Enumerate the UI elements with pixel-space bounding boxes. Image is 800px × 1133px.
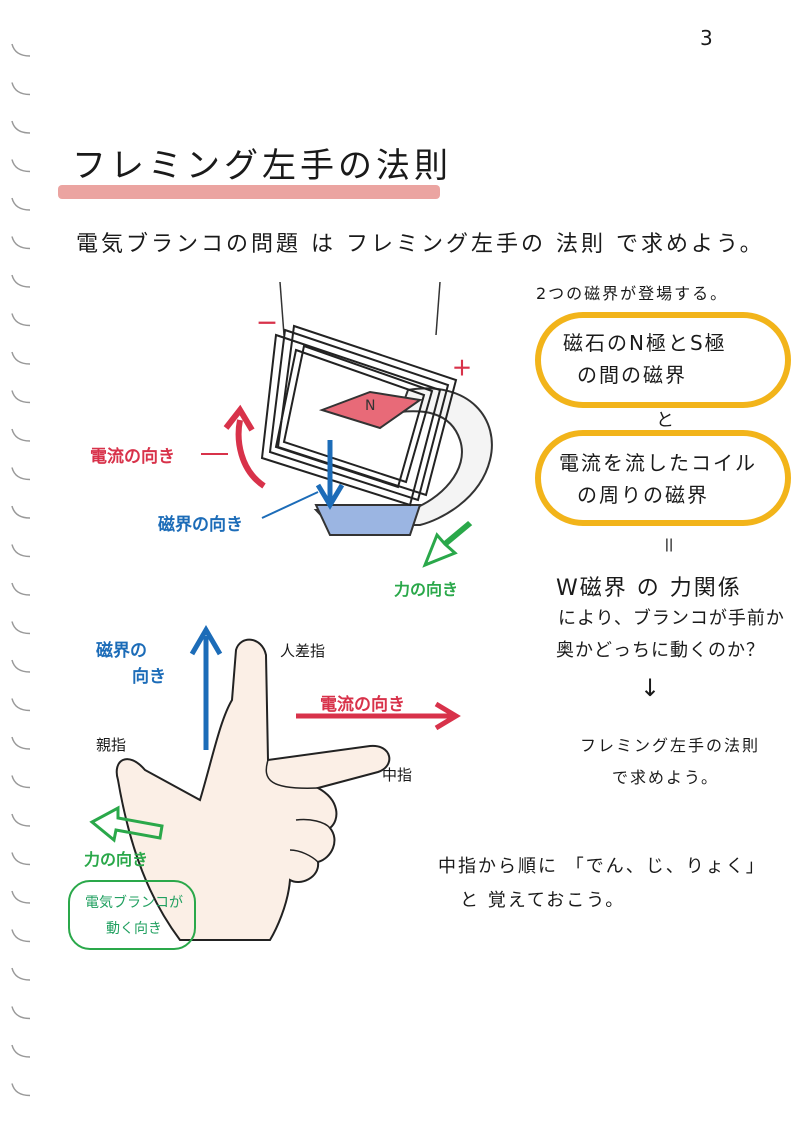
- down-arrow: ↓: [640, 674, 661, 702]
- swing-direction-bubble: 電気ブランコが 動く向き: [68, 880, 196, 950]
- middle-finger-label: 中指: [382, 766, 413, 784]
- spiral-mark: [11, 621, 31, 635]
- hand-outline: [115, 638, 391, 941]
- spiral-mark: [11, 428, 31, 442]
- spiral-mark: [11, 505, 31, 519]
- current-arrow: [235, 419, 266, 489]
- mnemonic-line-2: と 覚えておこう。: [460, 890, 626, 911]
- field-arrowhead: [315, 483, 345, 510]
- spiral-mark: [11, 197, 31, 211]
- mnemonic-line-1: 中指から順に 「でん、じ、りょく」: [438, 856, 766, 877]
- thumb-label: 親指: [96, 736, 127, 754]
- spiral-mark: [11, 813, 31, 827]
- spiral-binding: [11, 43, 31, 1097]
- spiral-mark: [11, 929, 31, 943]
- index-finger-label: 人差指: [280, 642, 326, 660]
- minus-sign: －: [256, 312, 279, 337]
- spiral-mark: [11, 1044, 31, 1058]
- spiral-mark: [11, 82, 31, 96]
- oval1-line1: 磁石のN極とS極: [563, 331, 727, 355]
- hand-field-arrowhead: [189, 625, 223, 656]
- spiral-mark: [11, 236, 31, 250]
- spiral-mark: [11, 467, 31, 481]
- title-highlight: [58, 185, 440, 199]
- hand-field-label-2: 向き: [132, 667, 166, 687]
- oval-magnet-field: 磁石のN極とS極 の間の磁界: [535, 312, 791, 408]
- spiral-mark: [11, 775, 31, 789]
- force-arrow: [422, 520, 473, 568]
- spiral-mark: [11, 967, 31, 981]
- spiral-mark: [11, 120, 31, 134]
- spiral-mark: [11, 43, 31, 57]
- conclusion-line-2: で求めよう。: [612, 768, 720, 787]
- current-direction-label: 電流の向き: [90, 447, 175, 467]
- spiral-mark: [11, 159, 31, 173]
- two-fields-lead: 2つの磁界が登場する。: [536, 284, 729, 303]
- conclusion-line-1: フレミング左手の法則: [580, 736, 761, 755]
- hand-force-label: 力の向き: [84, 850, 149, 869]
- hand-current-label: 電流の向き: [320, 695, 405, 715]
- page-title: フレミング左手の法則: [72, 146, 452, 186]
- magnet-n-letter: N: [365, 398, 376, 414]
- spiral-mark: [11, 698, 31, 712]
- wire-right: [435, 281, 441, 336]
- spiral-mark: [11, 659, 31, 673]
- wire-left: [279, 281, 285, 336]
- oval1-line2: の間の磁界: [577, 363, 687, 387]
- bubble-line-2: 動く向き: [106, 921, 162, 937]
- field-pointer: [261, 491, 319, 519]
- spiral-mark: [11, 1006, 31, 1020]
- coil: [260, 324, 458, 507]
- spiral-mark: [11, 351, 31, 365]
- hand-current-arrowhead: [434, 701, 461, 731]
- oval-coil-field: 電流を流したコイル の周りの磁界: [535, 430, 791, 526]
- field-direction-label: 磁界の向き: [158, 515, 243, 535]
- spiral-mark: [11, 1083, 31, 1097]
- current-arrowhead: [223, 404, 255, 432]
- result-line-1: W磁界 の 力関係: [556, 576, 742, 601]
- oval2-line1: 電流を流したコイル: [559, 451, 757, 475]
- oval2-line2: の周りの磁界: [577, 483, 709, 507]
- spiral-mark: [11, 890, 31, 904]
- hand-field-label-1: 磁界の: [96, 641, 147, 661]
- spiral-mark: [11, 852, 31, 866]
- hand-force-arrow: [89, 805, 164, 843]
- magnet-n-pole: [318, 390, 423, 430]
- magnet-s-pole: [314, 504, 422, 536]
- spiral-mark: [11, 390, 31, 404]
- page-number: 3: [700, 26, 713, 50]
- spiral-mark: [11, 582, 31, 596]
- spiral-mark: [11, 736, 31, 750]
- bubble-text: 電気ブランコが 動く向き: [70, 890, 198, 942]
- plus-sign: ＋: [452, 356, 472, 380]
- intro-text: 電気ブランコの問題 は フレミング左手の 法則 で求めよう。: [76, 232, 765, 257]
- result-line-2: により、ブランコが手前か: [558, 608, 785, 629]
- force-direction-label: 力の向き: [394, 580, 459, 599]
- spiral-mark: [11, 544, 31, 558]
- connector-to: と: [656, 410, 674, 431]
- spiral-mark: [11, 313, 31, 327]
- bubble-line-1: 電気ブランコが: [85, 895, 183, 911]
- spiral-mark: [11, 274, 31, 288]
- result-line-3: 奥かどっちに動くのか？: [556, 640, 765, 661]
